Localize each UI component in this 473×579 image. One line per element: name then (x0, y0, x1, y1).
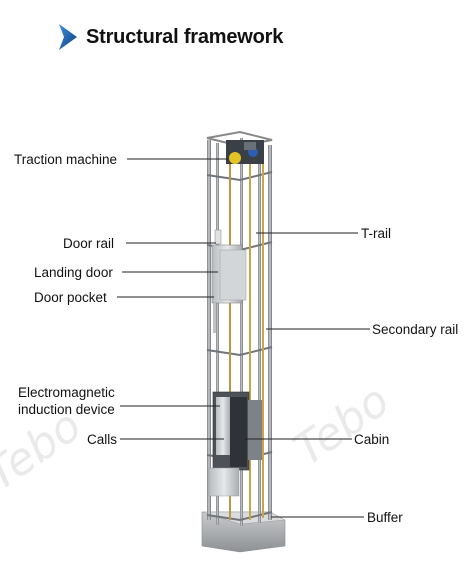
label-landing-door: Landing door (34, 265, 113, 280)
door-rail-part (214, 229, 222, 245)
label-t-rail: T-rail (361, 226, 391, 241)
triangle-arrow-icon (59, 24, 77, 50)
section-header: Structural framework (57, 22, 283, 52)
label-electromagnetic: Electromagnetic (18, 385, 115, 400)
label-door-rail: Door rail (63, 236, 115, 251)
label-secondary-rail: Secondary rail (372, 322, 459, 337)
label-buffer: Buffer (367, 510, 403, 525)
label-cabin: Cabin (354, 432, 390, 447)
label-traction-machine: Traction machine (14, 152, 118, 167)
traction-machine (226, 140, 264, 164)
label-induction-device: induction device (18, 402, 115, 417)
cabin (208, 391, 262, 497)
buffer-base (201, 511, 286, 553)
label-calls: Calls (87, 432, 118, 447)
landing-door (211, 244, 247, 333)
page-title: Structural framework (86, 25, 284, 48)
label-door-pocket: Door pocket (34, 290, 107, 305)
